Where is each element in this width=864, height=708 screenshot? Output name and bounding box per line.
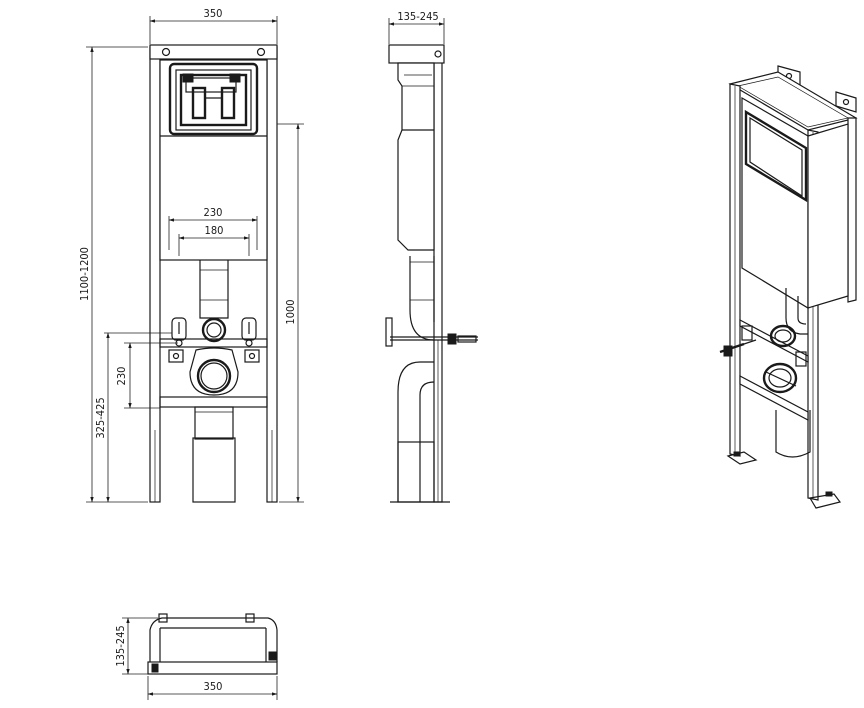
waste-elbow (397, 361, 434, 502)
top-width-label: 350 (204, 680, 223, 693)
top-depth-label: 135-245 (114, 625, 127, 666)
cistern (159, 59, 268, 261)
width-dimension-label: 350 (204, 7, 223, 20)
side-depth-label: 135-245 (397, 10, 438, 23)
total-height-dimension-label: 1100-1200 (78, 247, 91, 301)
outer-spacing-label: 230 (204, 206, 223, 219)
top-view: 135-245 350 (114, 613, 278, 700)
bottom-crossbar (159, 396, 268, 408)
isometric-view (719, 65, 858, 509)
frame-height-dimension-label: 1000 (284, 299, 297, 324)
inlet-height-label: 325-425 (94, 397, 107, 438)
waste-pipe (192, 437, 236, 503)
flush-pipe (199, 260, 229, 319)
top-crossbar (149, 44, 278, 60)
iso-waste-outlet (762, 362, 798, 394)
outlet-height-label: 230 (115, 367, 128, 386)
inner-spacing-label: 180 (205, 224, 224, 237)
front-view: 350 1100-1200 1000 230 180 230 325-425 (78, 7, 304, 503)
service-opening (168, 62, 259, 136)
iso-flush-outlet (769, 324, 797, 348)
top-view-base (147, 661, 278, 675)
iso-waste-pipe (775, 410, 811, 458)
flush-outlet (201, 317, 227, 343)
top-view-outline (149, 617, 278, 662)
side-view: 135-245 (385, 10, 478, 503)
waste-outlet (189, 347, 239, 396)
cistern-profile (397, 62, 435, 251)
iso-flush-plate (744, 109, 808, 203)
